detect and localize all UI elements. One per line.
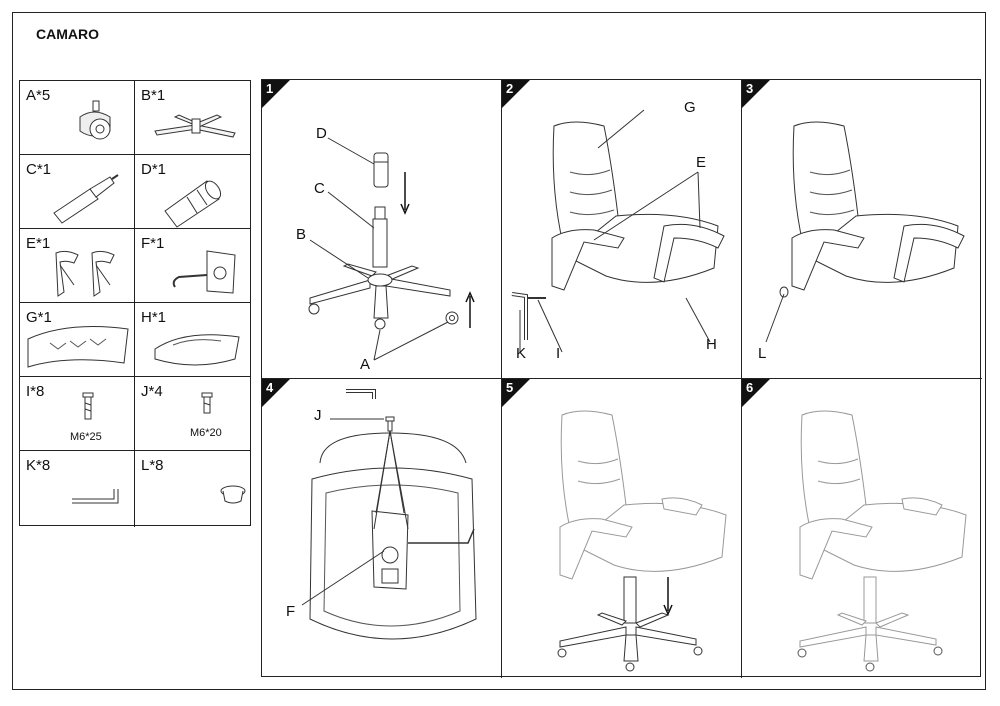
gas-lift-icon [53, 174, 119, 224]
callout-e: E [696, 154, 707, 171]
step-number-badge [262, 80, 290, 108]
step-number: 4 [266, 380, 274, 395]
mechanism-mounting-diagram [301, 389, 477, 640]
seat-cushion-icon [154, 334, 240, 366]
part-label: D*1 [141, 161, 167, 178]
part-k: K*8 [20, 451, 135, 527]
step-number-badge [502, 379, 530, 407]
callout-f: F [286, 603, 296, 620]
part-d: D*1 [135, 155, 250, 229]
callout-c: C [314, 180, 325, 197]
step-number: 2 [506, 81, 514, 96]
base-assembly-diagram [308, 137, 475, 361]
callout-i: I [556, 345, 561, 362]
callout-h: H [706, 336, 717, 353]
step-number-badge [742, 80, 770, 108]
part-i: I*8 M6*25 [20, 377, 135, 451]
assembly-steps: 1 D C B A [261, 79, 982, 678]
backrest-icon [27, 326, 129, 368]
step-4: 4 J F [262, 379, 502, 678]
part-label: I*8 [26, 383, 45, 400]
cap-icon [220, 485, 246, 504]
bolt-long-icon [82, 392, 94, 420]
part-label: L*8 [141, 457, 164, 474]
parts-list: A*5 B*1 C*1 D*1 [19, 80, 251, 527]
step-number-badge [742, 379, 770, 407]
bolt-size: M6*20 [190, 427, 222, 439]
step-6: 6 [742, 379, 982, 678]
gas-lift-cover-icon [164, 180, 222, 228]
bolt-short-icon [201, 392, 213, 414]
part-label: H*1 [141, 309, 167, 326]
step-5: 5 [502, 379, 742, 678]
callout-k: K [516, 345, 527, 362]
part-b: B*1 [135, 81, 250, 155]
seat-onto-base-diagram [557, 410, 727, 672]
part-label: K*8 [26, 457, 51, 474]
part-j: J*4 M6*20 [135, 377, 250, 451]
part-c: C*1 [20, 155, 135, 229]
callout-j: J [314, 407, 322, 424]
step-number: 1 [266, 81, 274, 96]
step-2: 2 G E K I H [502, 80, 742, 379]
callout-b: B [296, 226, 307, 243]
callout-g: G [684, 99, 696, 116]
sheet-frame [12, 12, 986, 690]
step-number: 6 [746, 380, 754, 395]
part-g: G*1 [20, 303, 135, 377]
part-e: E*1 [20, 229, 135, 303]
part-f: F*1 [135, 229, 250, 303]
step-3: 3 L [742, 80, 982, 379]
finished-chair-diagram [797, 410, 967, 672]
bolt-size: M6*25 [70, 431, 102, 443]
tilt-mechanism-icon [172, 250, 236, 294]
step-number: 5 [506, 380, 514, 395]
part-label: B*1 [141, 87, 166, 104]
step-number-badge [262, 379, 290, 407]
step-number: 3 [746, 81, 754, 96]
cap-installation-diagram [765, 121, 965, 343]
part-label: A*5 [26, 87, 51, 104]
allen-key-icon [72, 489, 119, 504]
part-h: H*1 [135, 303, 250, 377]
page-title: CAMARO [36, 26, 99, 42]
part-label: G*1 [26, 309, 52, 326]
part-l: L*8 [135, 451, 250, 527]
caster-wheel-icon [79, 100, 111, 140]
part-label: F*1 [141, 235, 165, 252]
callout-l: L [758, 345, 767, 362]
step-1: 1 D C B A [262, 80, 502, 379]
armrest-attachment-diagram [511, 109, 725, 353]
star-base-icon [154, 114, 236, 138]
callout-a: A [360, 356, 371, 373]
part-label: J*4 [141, 383, 163, 400]
part-a: A*5 [20, 81, 135, 155]
step-number-badge [502, 80, 530, 108]
part-label: E*1 [26, 235, 51, 252]
callout-d: D [316, 125, 327, 142]
armrests-icon [55, 250, 115, 297]
part-label: C*1 [26, 161, 52, 178]
